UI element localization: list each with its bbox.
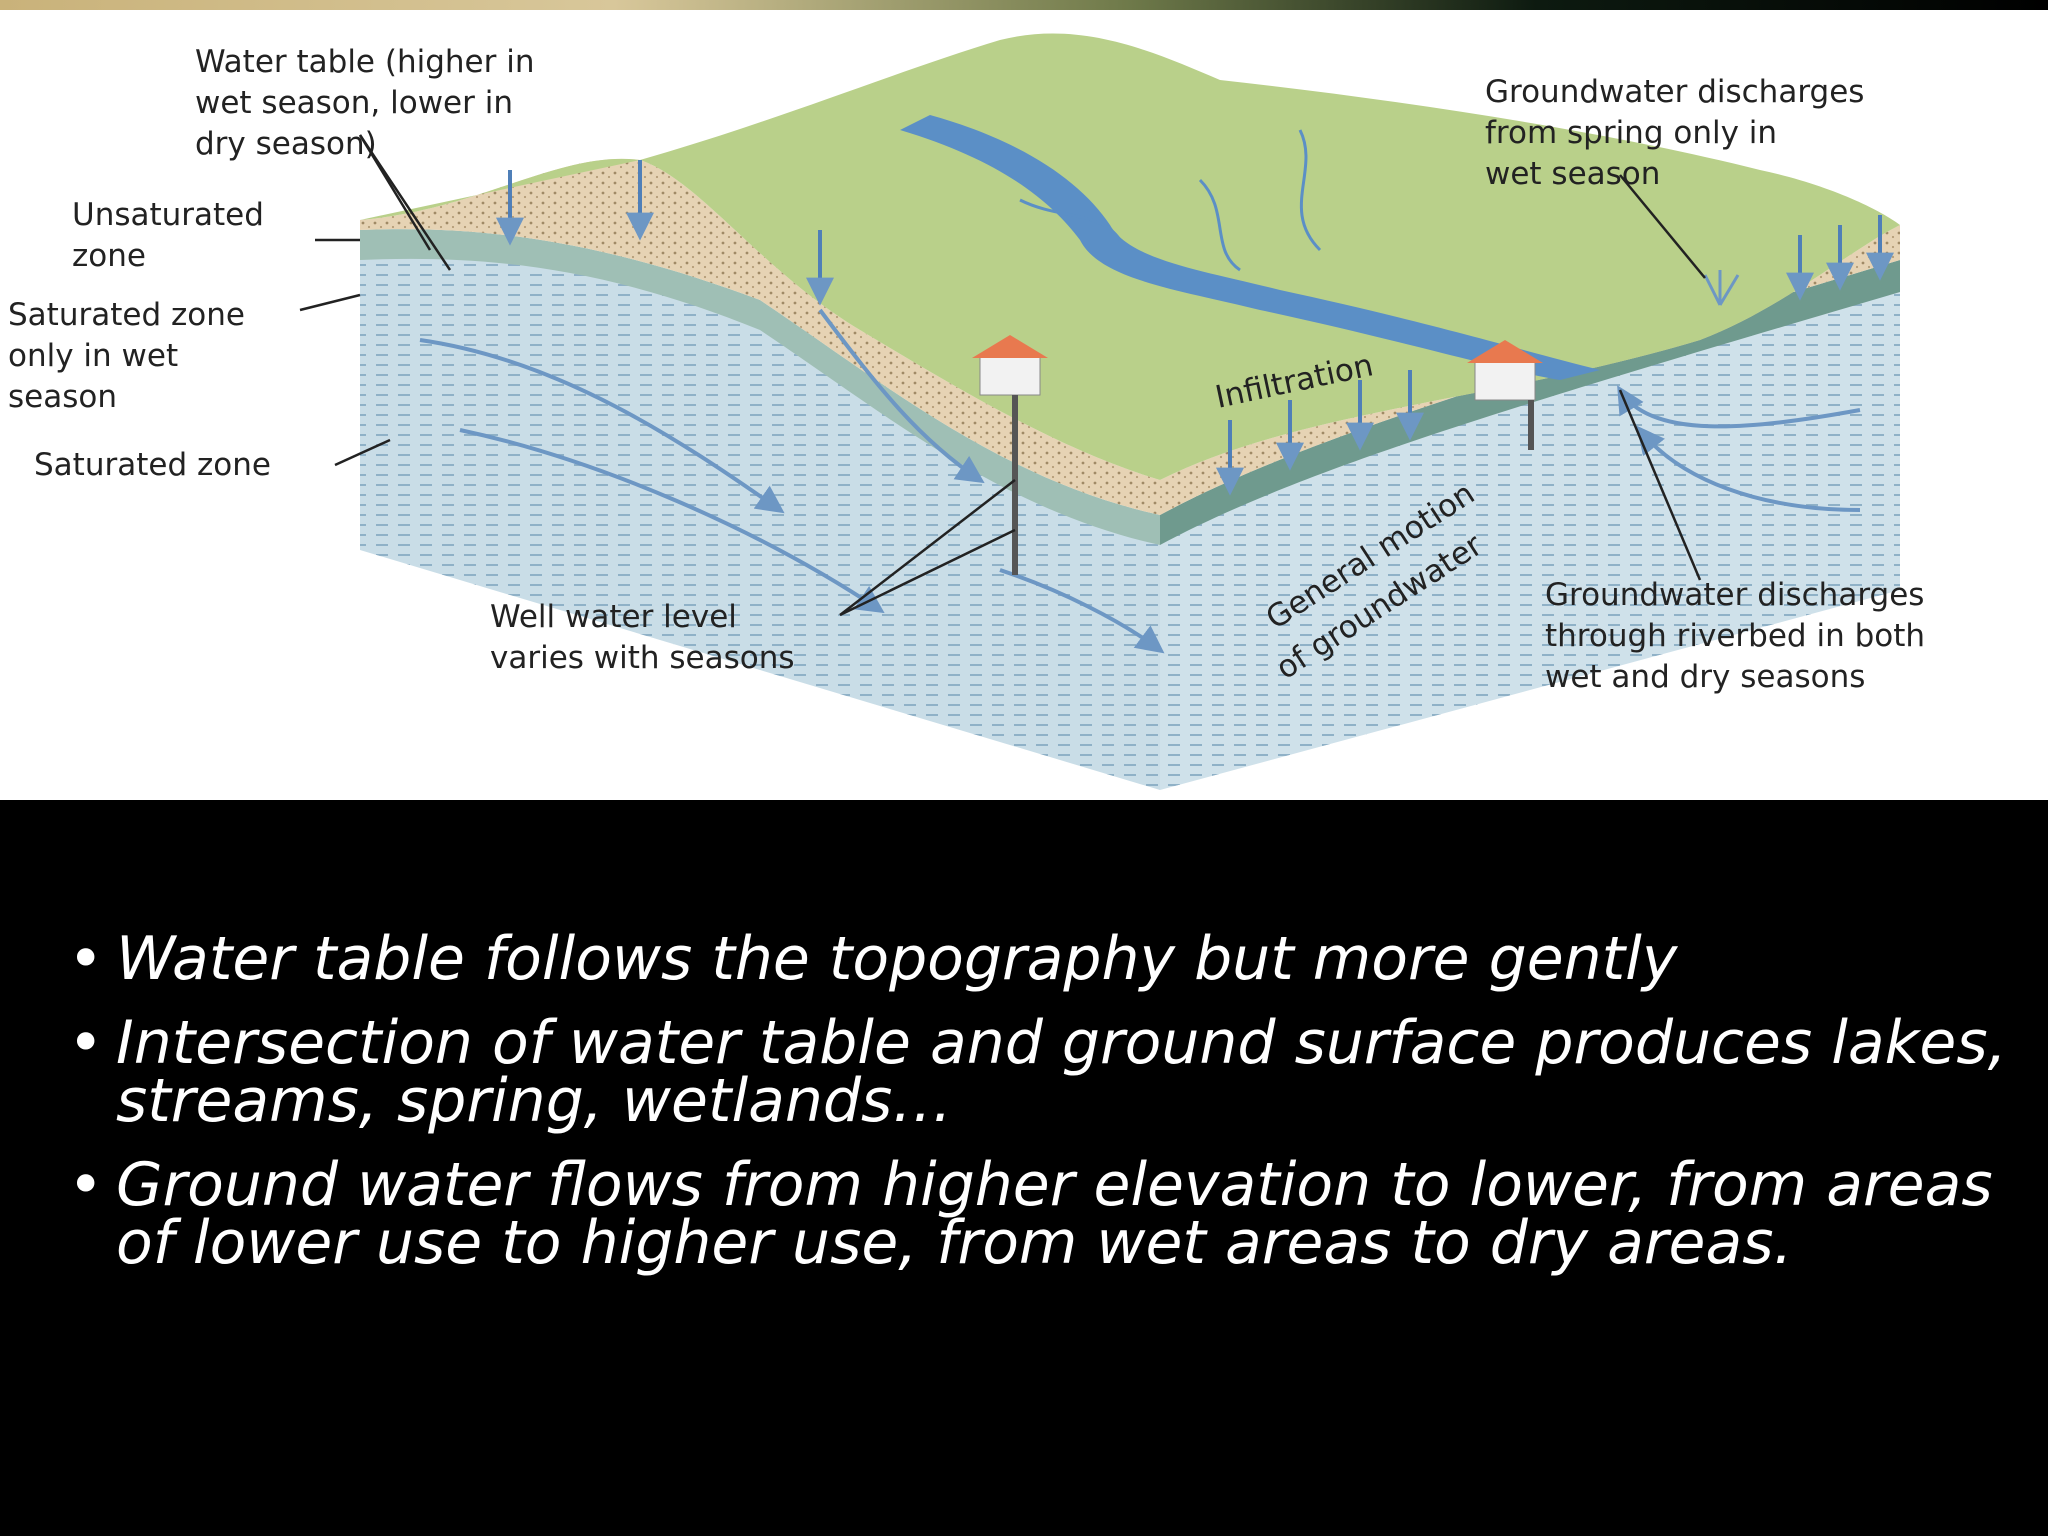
infiltration-arrows [496, 160, 1894, 496]
bullet-dot: • [68, 1150, 104, 1220]
leader-lines [299, 134, 1706, 617]
saturated-zone-side [1160, 280, 1900, 790]
bullet-dot: • [68, 924, 104, 994]
bullet-item: • Ground water flows from higher elevati… [68, 1150, 2008, 1273]
label-unsaturated-2: zone [72, 238, 146, 274]
label-sat-wet-3: season [8, 379, 117, 415]
label-sat-wet-2: only in wet [8, 338, 178, 374]
house-left [972, 335, 1048, 575]
bullet-text: Water table follows the topography but m… [116, 924, 1678, 994]
bullet-dot: • [68, 1008, 104, 1078]
label-water-table-3: dry season) [195, 126, 377, 162]
label-unsaturated-1: Unsaturated [72, 197, 264, 233]
groundwater-diagram-panel: Water table (higher in wet season, lower… [0, 10, 2048, 800]
label-well-1: Well water level [490, 599, 737, 635]
label-riverbed-3: wet and dry seasons [1545, 659, 1865, 695]
river [900, 115, 1600, 380]
label-riverbed-1: Groundwater discharges [1545, 577, 1924, 613]
label-spring-3: wet season [1485, 156, 1660, 192]
label-water-table-2: wet season, lower in [195, 85, 513, 121]
groundwater-flow-arrows [419, 308, 1861, 654]
bullet-item: • Water table follows the topography but… [68, 924, 2008, 994]
label-saturated: Saturated zone [34, 447, 271, 483]
top-accent-bar [0, 0, 2048, 10]
spring-icon [1703, 270, 1740, 306]
saturated-zone-front [360, 250, 1160, 790]
bullet-list: • Water table follows the topography but… [68, 924, 2008, 1298]
label-sat-wet-1: Saturated zone [8, 297, 245, 333]
label-riverbed-2: through riverbed in both [1545, 618, 1925, 654]
bullet-text: Intersection of water table and ground s… [116, 1008, 2007, 1136]
label-spring-2: from spring only in [1485, 115, 1777, 151]
label-well-2: varies with seasons [490, 640, 795, 676]
house-right [1467, 340, 1543, 450]
label-spring-1: Groundwater discharges [1485, 74, 1864, 110]
bullet-text: Ground water flows from higher elevation… [116, 1150, 1993, 1278]
label-water-table-1: Water table (higher in [195, 44, 534, 80]
groundwater-diagram: Water table (higher in wet season, lower… [8, 33, 1925, 790]
bullet-item: • Intersection of water table and ground… [68, 1008, 2008, 1131]
wet-season-saturated-band [360, 229, 1160, 545]
